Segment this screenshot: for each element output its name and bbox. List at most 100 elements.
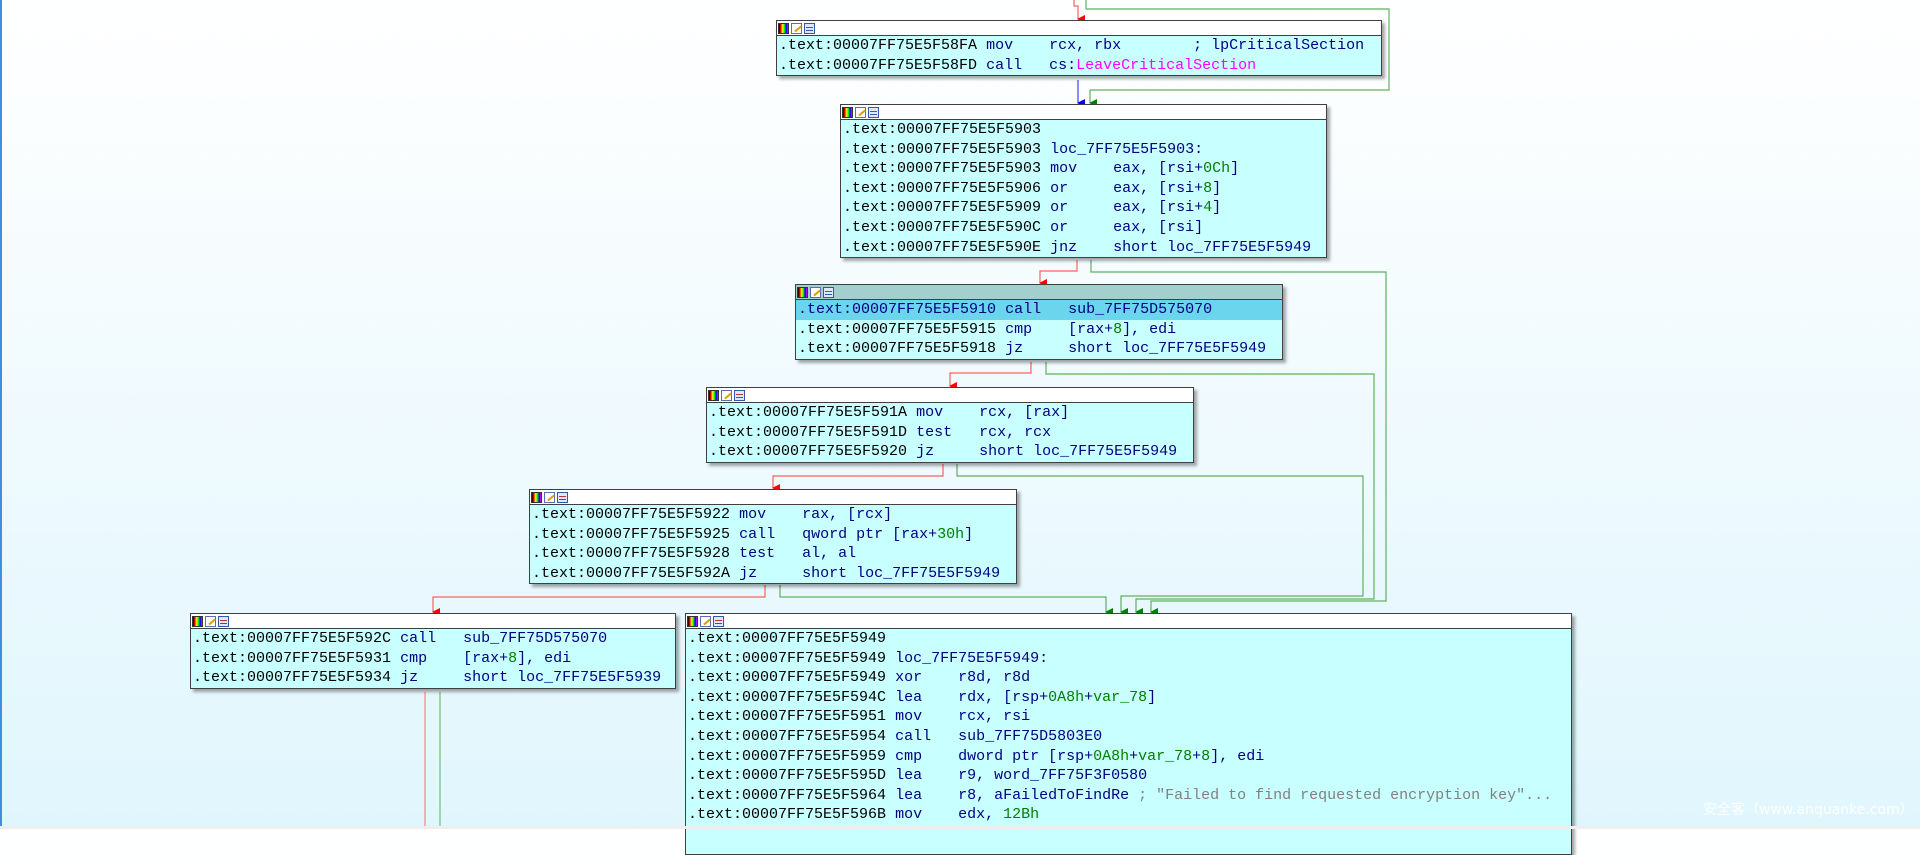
operand: rcx, rcx xyxy=(979,423,1052,441)
edge-false-incoming xyxy=(1073,0,1085,23)
color-palette-icon[interactable] xyxy=(842,106,853,118)
line-address: .text:00007FF75E5F5903 xyxy=(843,121,1042,138)
code-block-591A[interactable]: .text:00007FF75E5F591A mov rcx, [rax].te… xyxy=(706,387,1194,463)
line-address: .text:00007FF75E5F5949 xyxy=(688,669,887,687)
status-bar-edge xyxy=(0,826,1920,829)
operand: 4 xyxy=(1203,199,1213,217)
graph-overview-icon[interactable] xyxy=(823,286,834,298)
code-line[interactable]: .text:00007FF75E5F5909 or eax, [rsi+4] xyxy=(841,198,1326,218)
code-line[interactable]: .text:00007FF75E5F592C call sub_7FF75D57… xyxy=(191,629,675,649)
edge-false-5920 xyxy=(772,464,944,492)
mnemonic: lea xyxy=(895,786,959,804)
operand: eax, [rsi] xyxy=(1113,218,1204,236)
mnemonic: or xyxy=(1050,179,1114,197)
code-block-5949[interactable]: .text:00007FF75E5F5949.text:00007FF75E5F… xyxy=(685,613,1572,855)
graph-overview-icon[interactable] xyxy=(734,389,745,401)
edit-icon[interactable] xyxy=(721,389,732,401)
code-block-592C[interactable]: .text:00007FF75E5F592C call sub_7FF75D57… xyxy=(190,613,676,689)
mnemonic: mov xyxy=(895,708,959,726)
line-address: .text:00007FF75E5F591A xyxy=(709,404,908,421)
operand: LeaveCriticalSection xyxy=(1076,56,1257,74)
line-address: .text:00007FF75E5F5964 xyxy=(688,786,887,804)
code-line[interactable]: .text:00007FF75E5F596B mov edx, 12Bh xyxy=(686,805,1571,825)
code-line[interactable]: .text:00007FF75E5F5920 jz short loc_7FF7… xyxy=(707,442,1193,462)
code-line[interactable]: .text:00007FF75E5F590E jnz short loc_7FF… xyxy=(841,238,1326,258)
code-line[interactable]: .text:00007FF75E5F5925 call qword ptr [r… xyxy=(530,525,1016,545)
code-line[interactable]: .text:00007FF75E5F5949 xyxy=(686,629,1571,649)
code-line[interactable]: .text:00007FF75E5F5906 or eax, [rsi+8] xyxy=(841,179,1326,199)
line-address: .text:00007FF75E5F5925 xyxy=(532,525,731,543)
edit-icon[interactable] xyxy=(205,615,216,627)
code-block-5922[interactable]: .text:00007FF75E5F5922 mov rax, [rcx].te… xyxy=(529,489,1017,585)
code-line[interactable]: .text:00007FF75E5F591A mov rcx, [rax] xyxy=(707,403,1193,423)
operand: rcx, rbx xyxy=(1049,37,1122,54)
line-address: .text:00007FF75E5F5903 xyxy=(843,140,1042,158)
label: loc_7FF75E5F5949: xyxy=(895,649,1049,667)
code-line[interactable]: .text:00007FF75E5F5951 mov rcx, rsi xyxy=(686,707,1571,727)
edge-true-5920 xyxy=(956,464,1364,616)
operand: ; "Failed to find requested encryption k… xyxy=(1138,786,1553,804)
edit-icon[interactable] xyxy=(810,286,821,298)
code-line[interactable]: .text:00007FF75E5F5964 lea r8, aFailedTo… xyxy=(686,786,1571,806)
edit-icon[interactable] xyxy=(791,22,802,34)
code-line[interactable]: .text:00007FF75E5F590C or eax, [rsi] xyxy=(841,218,1326,238)
code-line[interactable]: .text:00007FF75E5F5934 jz short loc_7FF7… xyxy=(191,668,675,688)
code-line[interactable]: .text:00007FF75E5F5922 mov rax, [rcx] xyxy=(530,505,1016,525)
code-line[interactable]: .text:00007FF75E5F5915 cmp [rax+8], edi xyxy=(796,320,1282,340)
code-line[interactable]: .text:00007FF75E5F5903 mov eax, [rsi+0Ch… xyxy=(841,159,1326,179)
edit-icon[interactable] xyxy=(855,106,866,118)
code-line[interactable]: .text:00007FF75E5F592A jz short loc_7FF7… xyxy=(530,564,1016,584)
mnemonic: cmp xyxy=(895,747,959,765)
edit-icon[interactable] xyxy=(700,615,711,627)
operand: short loc_7FF75E5F5949 xyxy=(979,443,1178,461)
operand: sub_7FF75D575070 xyxy=(1068,301,1213,318)
code-line[interactable]: .text:00007FF75E5F5959 cmp dword ptr [rs… xyxy=(686,747,1571,767)
block-header xyxy=(686,614,1571,629)
code-line[interactable]: .text:00007FF75E5F5928 test al, al xyxy=(530,544,1016,564)
mnemonic: jz xyxy=(916,443,980,461)
edit-icon[interactable] xyxy=(544,491,555,503)
operand: rcx, [rax] xyxy=(979,404,1070,421)
color-palette-icon[interactable] xyxy=(687,615,698,627)
code-line[interactable]: .text:00007FF75E5F594C lea rdx, [rsp+0A8… xyxy=(686,688,1571,708)
color-palette-icon[interactable] xyxy=(531,491,542,503)
color-palette-icon[interactable] xyxy=(797,286,808,298)
code-line[interactable]: .text:00007FF75E5F5903 loc_7FF75E5F5903: xyxy=(841,140,1326,160)
mnemonic: or xyxy=(1050,199,1114,217)
line-address: .text:00007FF75E5F5918 xyxy=(798,340,997,358)
code-line[interactable]: .text:00007FF75E5F5954 call sub_7FF75D58… xyxy=(686,727,1571,747)
code-line[interactable]: .text:00007FF75E5F591D test rcx, rcx xyxy=(707,423,1193,443)
graph-overview-icon[interactable] xyxy=(804,22,815,34)
line-address: .text:00007FF75E5F592A xyxy=(532,564,731,582)
graph-overview-icon[interactable] xyxy=(713,615,724,627)
code-line[interactable]: .text:00007FF75E5F595D lea r9, word_7FF7… xyxy=(686,766,1571,786)
code-block-58FA[interactable]: .text:00007FF75E5F58FA mov rcx, rbx ; lp… xyxy=(776,20,1382,77)
graph-overview-icon[interactable] xyxy=(557,491,568,503)
operand: edx, xyxy=(958,806,1004,824)
mnemonic: jz xyxy=(400,669,464,687)
code-line[interactable]: .text:00007FF75E5F5918 jz short loc_7FF7… xyxy=(796,339,1282,359)
graph-overview-icon[interactable] xyxy=(218,615,229,627)
operand: eax, [rsi+ xyxy=(1113,160,1204,178)
code-line[interactable]: .text:00007FF75E5F5931 cmp [rax+8], edi xyxy=(191,649,675,669)
color-palette-icon[interactable] xyxy=(778,22,789,34)
line-address: .text:00007FF75E5F5922 xyxy=(532,506,731,523)
code-block-5903[interactable]: .text:00007FF75E5F5903.text:00007FF75E5F… xyxy=(840,104,1327,259)
edge-false-5918 xyxy=(949,362,1032,390)
code-line[interactable]: .text:00007FF75E5F5903 xyxy=(841,120,1326,140)
operand: rax, [rcx] xyxy=(802,506,893,523)
code-line[interactable]: .text:00007FF75E5F5910 call sub_7FF75D57… xyxy=(796,300,1282,320)
graph-overview-icon[interactable] xyxy=(868,106,879,118)
color-palette-icon[interactable] xyxy=(192,615,203,627)
code-line[interactable]: .text:00007FF75E5F58FD call cs:LeaveCrit… xyxy=(777,56,1381,76)
line-address: .text:00007FF75E5F5951 xyxy=(688,708,887,726)
operand: [rax+ xyxy=(1068,320,1114,338)
code-line[interactable]: .text:00007FF75E5F58FA mov rcx, rbx ; lp… xyxy=(777,36,1381,56)
code-line[interactable]: .text:00007FF75E5F5949 xor r8d, r8d xyxy=(686,668,1571,688)
mnemonic: mov xyxy=(1050,160,1114,178)
code-line[interactable]: .text:00007FF75E5F5949 loc_7FF75E5F5949: xyxy=(686,649,1571,669)
label: loc_7FF75E5F5903: xyxy=(1050,140,1204,158)
code-block-5910[interactable]: .text:00007FF75E5F5910 call sub_7FF75D57… xyxy=(795,284,1283,360)
block-header xyxy=(796,285,1282,300)
color-palette-icon[interactable] xyxy=(708,389,719,401)
